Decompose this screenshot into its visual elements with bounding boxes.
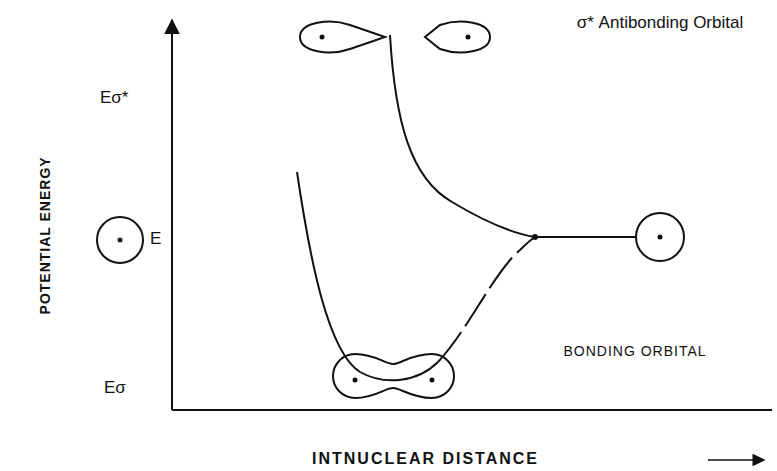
nucleus-dot [353, 378, 358, 383]
nucleus-dot [430, 378, 435, 383]
nucleus-dot [118, 238, 123, 243]
antibonding-curve [390, 35, 535, 237]
axis-title: POTENTIAL ENERGY [37, 156, 54, 314]
orbital-label: BONDING ORBITAL [560, 342, 710, 361]
nucleus-dot [320, 35, 325, 40]
distance-axis [172, 409, 772, 411]
axis-title: INTNUCLEAR DISTANCE [312, 449, 539, 468]
bonding-curve [297, 172, 438, 380]
bonding-curve-dashed [438, 237, 535, 362]
bonding-orbital-shape [333, 354, 454, 398]
orbital-label: σ* Antibonding Orbital [555, 12, 765, 35]
junction-dot [532, 234, 538, 240]
energy-level-label: E [150, 229, 161, 249]
energy-level-label: Eσ* [100, 88, 128, 108]
energy-axis [171, 20, 173, 410]
atom-orbital [636, 213, 684, 261]
direction-arrow [708, 459, 764, 461]
antibonding-lobe [425, 22, 490, 53]
antibonding-lobe [300, 22, 385, 53]
nucleus-dot [466, 35, 471, 40]
atom-orbital [97, 217, 143, 263]
nucleus-dot [658, 235, 663, 240]
atom-level-line [535, 236, 636, 238]
energy-level-label: Eσ [104, 378, 126, 398]
